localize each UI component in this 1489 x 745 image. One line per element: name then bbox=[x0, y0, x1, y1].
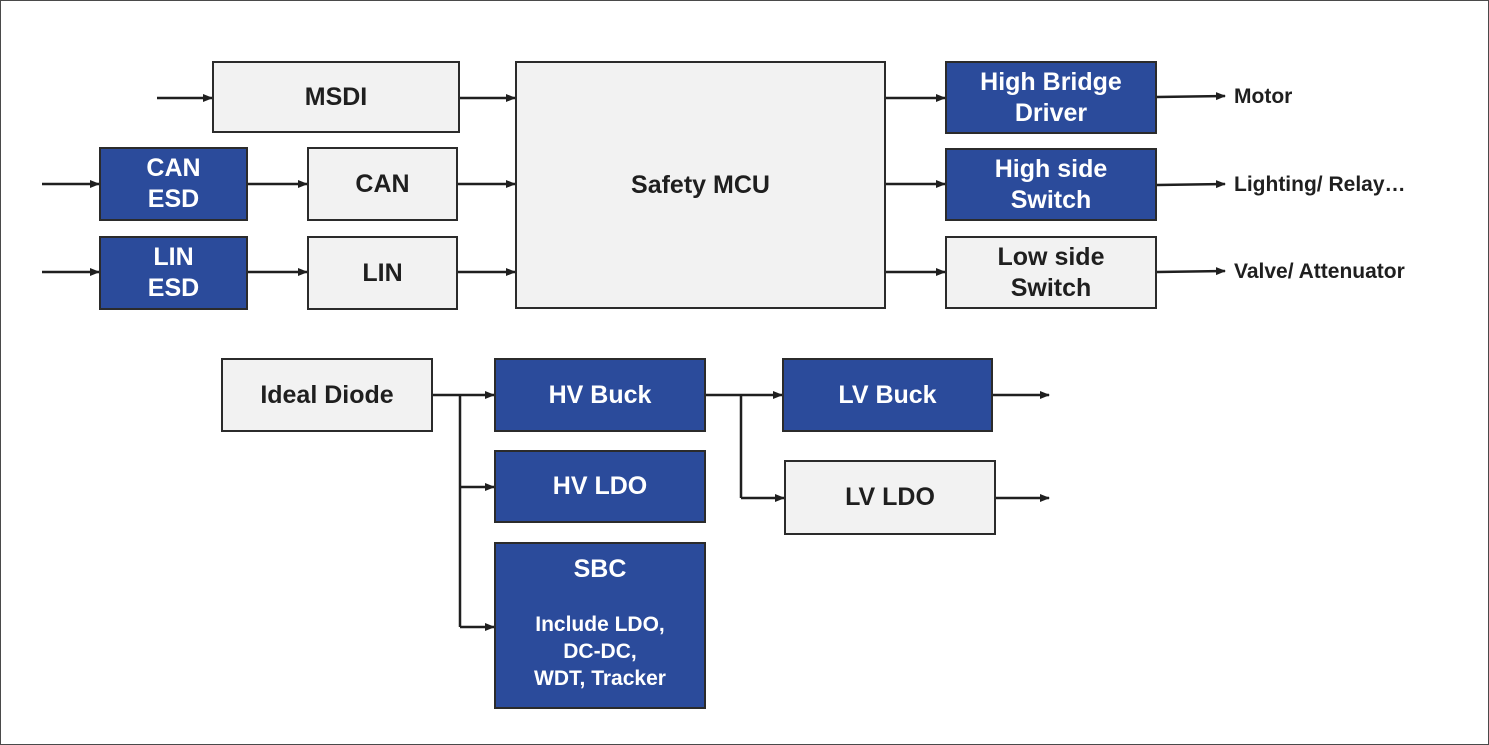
sbc-details: Include LDO, DC-DC, WDT, Tracker bbox=[534, 611, 666, 692]
sbc-detail-line3: WDT, Tracker bbox=[534, 667, 666, 690]
sbc-detail-line1: Include LDO, bbox=[535, 613, 665, 636]
valve-arrow bbox=[1156, 267, 1226, 276]
can-label: CAN bbox=[355, 169, 410, 198]
lighting-arrow bbox=[1156, 180, 1226, 189]
hv-ldo-label: HV LDO bbox=[552, 472, 648, 500]
hv-ldo-block: HV LDO bbox=[494, 450, 706, 523]
high-side-switch-block: High side Switch bbox=[945, 148, 1157, 221]
lv-ldo-block: LV LDO bbox=[784, 460, 996, 535]
high-bridge-label-line1: High Bridge bbox=[980, 67, 1122, 96]
safety-mcu-block: Safety MCU bbox=[515, 61, 886, 309]
lin-label: LIN bbox=[362, 258, 403, 287]
can-block: CAN bbox=[307, 147, 458, 221]
high-bridge-driver-block: High Bridge Driver bbox=[945, 61, 1157, 134]
msdi-label: MSDI bbox=[304, 82, 368, 111]
low-side-switch-block: Low side Switch bbox=[945, 236, 1157, 309]
msdi-block: MSDI bbox=[212, 61, 460, 133]
lin-block: LIN bbox=[307, 236, 458, 310]
hv-buck-label: HV Buck bbox=[548, 380, 652, 409]
sbc-block: SBC Include LDO, DC-DC, WDT, Tracker bbox=[494, 542, 706, 709]
high-bridge-label-line2: Driver bbox=[1014, 98, 1088, 127]
low-side-label-line1: Low side bbox=[997, 242, 1105, 271]
motor-arrow bbox=[1156, 92, 1226, 101]
can-esd-label-line1: CAN bbox=[146, 154, 201, 182]
low-side-label-line2: Switch bbox=[1010, 273, 1092, 302]
lin-esd-block: LIN ESD bbox=[99, 236, 248, 310]
can-esd-block: CAN ESD bbox=[99, 147, 248, 221]
can-esd-label-line2: ESD bbox=[147, 185, 200, 213]
lin-esd-label-line1: LIN bbox=[153, 243, 194, 271]
lv-buck-label: LV Buck bbox=[838, 380, 937, 409]
valve-output-label: Valve/ Attenuator bbox=[1234, 260, 1405, 283]
sbc-title: SBC bbox=[573, 555, 627, 583]
sbc-detail-line2: DC-DC, bbox=[563, 640, 637, 663]
lin-esd-label-line2: ESD bbox=[147, 274, 200, 302]
ideal-diode-block: Ideal Diode bbox=[221, 358, 433, 432]
high-side-label-line1: High side bbox=[994, 154, 1108, 183]
lighting-output-label: Lighting/ Relay… bbox=[1234, 173, 1406, 196]
ideal-diode-label: Ideal Diode bbox=[260, 380, 394, 409]
motor-output-label: Motor bbox=[1234, 85, 1293, 108]
lv-ldo-label: LV LDO bbox=[845, 483, 935, 511]
lv-buck-block: LV Buck bbox=[782, 358, 993, 432]
high-side-label-line2: Switch bbox=[1010, 185, 1092, 214]
hv-buck-block: HV Buck bbox=[494, 358, 706, 432]
safety-mcu-label: Safety MCU bbox=[631, 170, 770, 199]
